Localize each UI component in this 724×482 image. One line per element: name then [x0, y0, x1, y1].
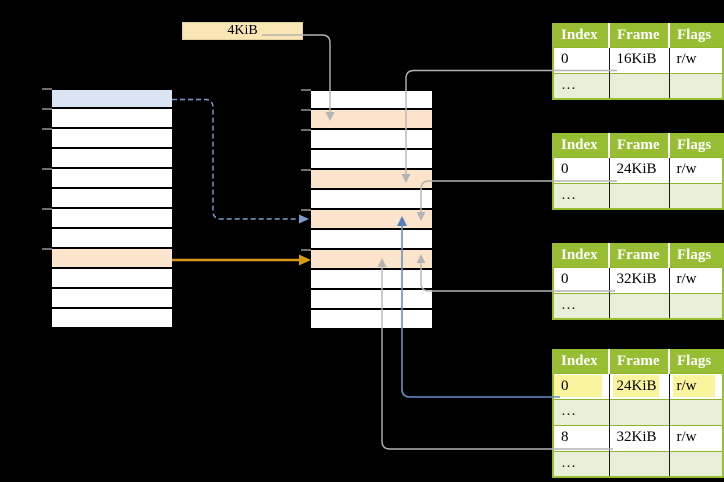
- page-table-1: Index Frame Flags 0 16KiB r/w …: [552, 23, 724, 100]
- memory-row: [311, 170, 432, 190]
- page-table-4: Index Frame Flags 0 24KiB r/w … 8 32KiB …: [552, 349, 724, 478]
- memory-row: [52, 209, 172, 229]
- memory-row: [311, 250, 432, 270]
- memory-row: [52, 149, 172, 169]
- cell-flags: r/w: [668, 424, 723, 451]
- cell-index: 0: [553, 46, 609, 73]
- cell-flags: r/w: [668, 266, 723, 293]
- memory-row: [52, 269, 172, 289]
- memory-row: [311, 130, 432, 150]
- header-frame: Frame: [608, 134, 669, 157]
- table-row-ellipsis: …: [553, 72, 723, 99]
- memory-row: [311, 210, 432, 230]
- middle-column-ticks: [301, 89, 311, 251]
- table-row: 0 24KiB r/w: [553, 156, 723, 183]
- memory-row: [52, 249, 172, 269]
- table-row-ellipsis: …: [553, 182, 723, 209]
- memory-row: [52, 229, 172, 249]
- header-frame: Frame: [608, 244, 669, 267]
- cell-frame: 32KiB: [608, 424, 669, 451]
- memory-row: [311, 230, 432, 250]
- cell-index: 0: [553, 156, 609, 183]
- left-column-ticks: [42, 88, 52, 250]
- page-directory-column: [311, 90, 432, 330]
- highlight-mark: r/w: [672, 374, 715, 397]
- header-index: Index: [553, 134, 609, 157]
- page-table-3: Index Frame Flags 0 32KiB r/w …: [552, 243, 724, 320]
- cell-empty: [608, 182, 669, 209]
- arrowhead-right: [299, 214, 309, 224]
- cell-empty: [668, 292, 723, 319]
- cell-ellipsis: …: [553, 72, 609, 99]
- arrowhead-right: [299, 254, 311, 266]
- cell-frame: 32KiB: [608, 266, 669, 293]
- cell-empty: [608, 292, 669, 319]
- highlight-mark: 24KiB: [612, 374, 659, 397]
- table-row-highlighted: 0 24KiB r/w: [553, 372, 723, 399]
- header-index: Index: [553, 24, 609, 47]
- header-flags: Flags: [668, 350, 723, 373]
- memory-row: [52, 89, 172, 109]
- left-memory-column: [52, 89, 172, 329]
- cell-ellipsis: …: [553, 398, 609, 425]
- header-index: Index: [553, 244, 609, 267]
- cell-ellipsis: …: [553, 450, 609, 477]
- memory-row: [52, 189, 172, 209]
- header-flags: Flags: [668, 244, 723, 267]
- table-row: 0 16KiB r/w: [553, 46, 723, 73]
- memory-row: [52, 309, 172, 329]
- cell-flags: r/w: [668, 372, 723, 399]
- cell-frame: 24KiB: [608, 372, 669, 399]
- table-row: 8 32KiB r/w: [553, 424, 723, 451]
- memory-row: [311, 270, 432, 290]
- cell-empty: [668, 450, 723, 477]
- wire-left-orange-to-directory: [172, 254, 311, 266]
- wire-left-blue-to-directory: [172, 98, 309, 224]
- memory-row: [311, 150, 432, 170]
- memory-row: [311, 190, 432, 210]
- memory-row: [52, 289, 172, 309]
- header-flags: Flags: [668, 24, 723, 47]
- table-row-ellipsis: …: [553, 292, 723, 319]
- cell-ellipsis: …: [553, 292, 609, 319]
- cell-empty: [668, 72, 723, 99]
- cell-empty: [608, 450, 669, 477]
- header-index: Index: [553, 350, 609, 373]
- cell-frame: 24KiB: [608, 156, 669, 183]
- page-size-label: 4KiB: [182, 22, 303, 40]
- cell-frame: 16KiB: [608, 46, 669, 73]
- memory-row: [52, 169, 172, 189]
- header-frame: Frame: [608, 350, 669, 373]
- cell-empty: [608, 72, 669, 99]
- table-row-ellipsis: …: [553, 398, 723, 425]
- cell-empty: [668, 182, 723, 209]
- memory-row: [311, 290, 432, 310]
- cell-ellipsis: …: [553, 182, 609, 209]
- cell-index: 0: [553, 372, 609, 399]
- cell-empty: [608, 398, 669, 425]
- highlight-mark: 0: [554, 374, 602, 397]
- memory-row: [52, 109, 172, 129]
- cell-empty: [668, 398, 723, 425]
- cell-flags: r/w: [668, 46, 723, 73]
- cell-index: 0: [553, 266, 609, 293]
- cell-index: 8: [553, 424, 609, 451]
- page-table-2: Index Frame Flags 0 24KiB r/w …: [552, 133, 724, 210]
- table-row-ellipsis: …: [553, 450, 723, 477]
- memory-row: [311, 110, 432, 130]
- memory-row: [311, 310, 432, 330]
- memory-row: [52, 129, 172, 149]
- header-flags: Flags: [668, 134, 723, 157]
- table-row: 0 32KiB r/w: [553, 266, 723, 293]
- header-frame: Frame: [608, 24, 669, 47]
- memory-row: [311, 90, 432, 110]
- cell-flags: r/w: [668, 156, 723, 183]
